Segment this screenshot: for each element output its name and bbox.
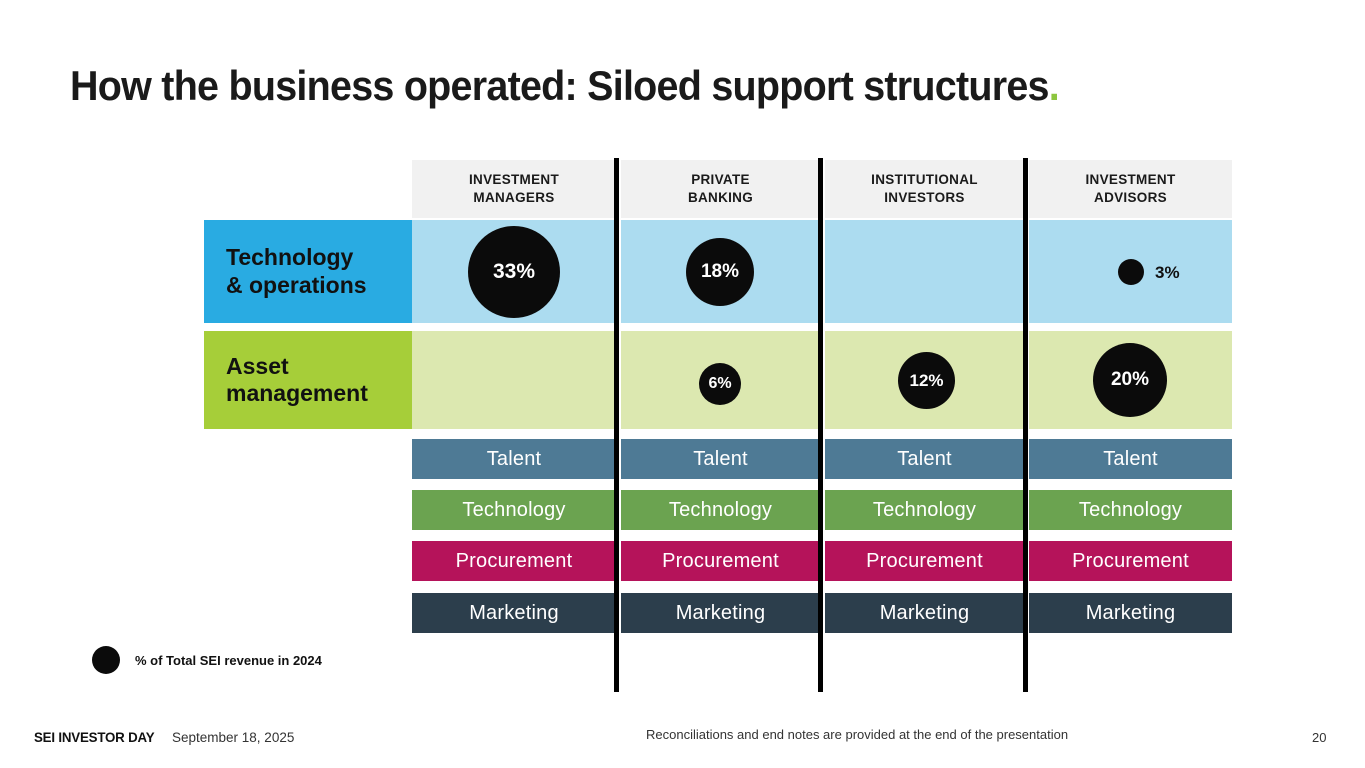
bubble-value: 6% [708, 375, 732, 392]
legend: % of Total SEI revenue in 2024 [92, 646, 322, 674]
band-marketing-investment-managers: Marketing [412, 593, 616, 633]
column-header-line2: BANKING [687, 190, 754, 205]
band-procurement-investment-managers: Procurement [412, 541, 616, 581]
legend-label: % of Total SEI revenue in 2024 [135, 652, 322, 668]
band-marketing-private-banking: Marketing [621, 593, 820, 633]
row-label-line1: Technology [226, 244, 354, 271]
bubble-value: 18% [700, 261, 740, 282]
row-label-line2: management [226, 380, 368, 406]
row-label-line2: & operations [226, 271, 367, 298]
band-label: Procurement [455, 549, 573, 572]
title-accent-dot: . [1048, 62, 1060, 109]
band-label: Procurement [866, 549, 983, 572]
band-label: Marketing [1085, 601, 1176, 624]
column-header-investment-advisors: INVESTMENT ADVISORS [1029, 160, 1232, 218]
column-header-line2: MANAGERS [473, 190, 555, 205]
footer-date: September 18, 2025 [172, 730, 295, 745]
band-marketing-investment-advisors: Marketing [1029, 593, 1232, 633]
column-divider-3 [1023, 158, 1028, 692]
band-label: Talent [486, 447, 542, 470]
cell-technology-investment-managers: 33% [412, 220, 616, 323]
band-talent-investment-managers: Talent [412, 439, 616, 479]
bubble-asset-institutional-investors: 12% [898, 352, 955, 409]
bubble-value: 3% [1155, 263, 1180, 282]
band-label: Marketing [879, 601, 970, 624]
cell-asset-investment-managers [412, 331, 616, 429]
column-divider-2 [818, 158, 823, 692]
band-label: Marketing [469, 601, 559, 624]
band-label: Technology [1078, 498, 1183, 521]
band-label: Talent [1103, 447, 1158, 470]
bubble-asset-investment-advisors: 20% [1093, 343, 1167, 417]
page-title-text: How the business operated: Siloed suppor… [70, 62, 1050, 109]
band-technology-private-banking: Technology [621, 490, 820, 530]
column-header-line2: ADVISORS [1094, 190, 1167, 205]
cell-technology-investment-advisors: 3% [1029, 220, 1232, 323]
column-header-private-banking: PRIVATE BANKING [621, 160, 820, 218]
column-header-line2: INVESTORS [884, 190, 965, 205]
column-divider-1 [614, 158, 619, 692]
cell-technology-private-banking: 18% [621, 220, 820, 323]
band-label: Talent [897, 447, 952, 470]
legend-bubble-icon [92, 646, 120, 674]
bubble-tech-private-banking: 18% [686, 238, 754, 306]
band-talent-institutional-investors: Talent [825, 439, 1024, 479]
band-procurement-private-banking: Procurement [621, 541, 820, 581]
band-label: Talent [693, 447, 748, 470]
row-label-asset-management: Asset management [204, 331, 412, 429]
column-header-institutional-investors: INSTITUTIONAL INVESTORS [825, 160, 1024, 218]
band-technology-investment-advisors: Technology [1029, 490, 1232, 530]
footer-page-number: 20 [1312, 730, 1327, 745]
page-title: How the business operated: Siloed suppor… [70, 62, 1060, 110]
footer-brand: SEI INVESTOR DAY [34, 729, 155, 745]
column-header-line1: INVESTMENT [468, 171, 559, 187]
bubble-tech-investment-managers: 33% [468, 226, 560, 318]
column-header-line1: INSTITUTIONAL [871, 171, 978, 187]
bubble-tech-investment-advisors [1118, 259, 1144, 285]
bubble-value: 33% [492, 260, 536, 283]
band-label: Procurement [1072, 549, 1189, 572]
bubble-value: 20% [1110, 369, 1150, 390]
band-technology-investment-managers: Technology [412, 490, 616, 530]
cell-asset-institutional-investors: 12% [825, 331, 1024, 429]
column-header-line1: INVESTMENT [1085, 171, 1176, 187]
bubble-value: 12% [909, 370, 944, 390]
band-label: Marketing [675, 601, 766, 624]
footer-note: Reconciliations and end notes are provid… [646, 727, 1069, 742]
cell-technology-institutional-investors [825, 220, 1024, 323]
band-procurement-institutional-investors: Procurement [825, 541, 1024, 581]
column-header-investment-managers: INVESTMENT MANAGERS [412, 160, 616, 218]
band-talent-private-banking: Talent [621, 439, 820, 479]
band-label: Procurement [662, 549, 779, 572]
cell-asset-private-banking: 6% [621, 331, 820, 429]
cell-asset-investment-advisors: 20% [1029, 331, 1232, 429]
band-label: Technology [462, 498, 566, 521]
row-label-technology-operations: Technology & operations [204, 220, 412, 323]
column-header-line1: PRIVATE [691, 171, 750, 187]
band-technology-institutional-investors: Technology [825, 490, 1024, 530]
band-marketing-institutional-investors: Marketing [825, 593, 1024, 633]
band-procurement-investment-advisors: Procurement [1029, 541, 1232, 581]
bubble-asset-private-banking: 6% [699, 363, 741, 405]
band-talent-investment-advisors: Talent [1029, 439, 1232, 479]
band-label: Technology [872, 498, 977, 521]
band-label: Technology [668, 498, 773, 521]
row-label-line1: Asset [226, 352, 289, 379]
